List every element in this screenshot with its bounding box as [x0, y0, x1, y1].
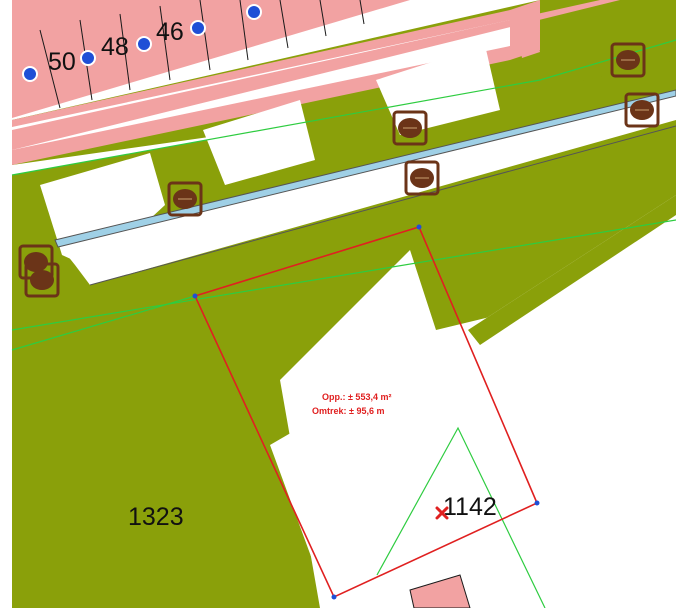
building-bottom: [409, 574, 471, 608]
ditch-edge: [89, 125, 676, 286]
tree-icon: [392, 110, 428, 146]
parcel-label-1142: 1142: [443, 493, 497, 521]
measurement-perimeter-label: Omtrek: ± 95,6 m: [312, 406, 384, 416]
house-number-label: 50: [48, 48, 76, 76]
address-point-icon: [136, 36, 152, 52]
address-points: [22, 4, 262, 82]
address-point-icon: [246, 4, 262, 20]
tree-icon: [24, 262, 60, 298]
residential-parcel-lines: [39, 0, 365, 109]
address-point-icon: [80, 50, 96, 66]
location-marker-icon[interactable]: [435, 506, 449, 520]
measurement-vertices[interactable]: [192, 224, 540, 600]
building-2: [203, 100, 315, 185]
measurement-area-label: Opp.: ± 553,4 m²: [322, 392, 391, 402]
road-lane: [55, 90, 676, 285]
ditch: [54, 89, 676, 248]
residential-strip: [12, 0, 410, 118]
tree-icon: [167, 181, 203, 217]
house-number-label: 48: [101, 33, 129, 61]
map-edge: [0, 0, 12, 608]
address-point-icon: [22, 66, 38, 82]
tree-icon: [624, 92, 660, 128]
white-area-1142: [270, 195, 676, 608]
road-middle: [12, 0, 620, 150]
parcel-label-1323: 1323: [128, 503, 184, 531]
tree-icon: [404, 160, 440, 196]
address-point-icon: [190, 20, 206, 36]
trees: [18, 42, 660, 298]
road-right: [468, 195, 676, 345]
tree-icon: [610, 42, 646, 78]
house-number-label: 46: [156, 18, 184, 46]
